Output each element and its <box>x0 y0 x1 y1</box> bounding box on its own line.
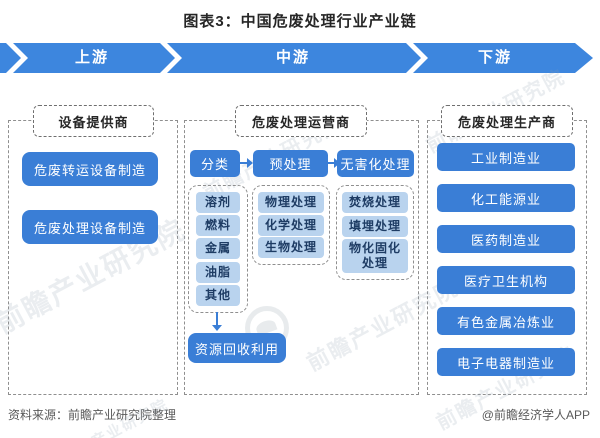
pretreatment-item: 化学处理 <box>258 214 324 236</box>
recycle-box: 资源回收利用 <box>188 333 286 363</box>
banner-segment-upstream: 上游 <box>74 49 109 66</box>
banner-segment-downstream: 下游 <box>477 49 512 66</box>
stage-classification: 分类 <box>190 150 240 177</box>
downstream-box: 医药制造业 <box>437 225 575 253</box>
midstream-header: 危废处理运营商 <box>235 105 367 137</box>
pretreatment-item: 生物处理 <box>258 237 324 259</box>
stage-harmless-treatment: 无害化处理 <box>337 150 414 177</box>
credit-note: @前瞻经济学人APP <box>481 408 590 422</box>
banner-segment-midstream: 中游 <box>275 49 310 66</box>
classification-item: 燃料 <box>196 215 240 237</box>
harmless-item: 焚烧处理 <box>342 192 408 214</box>
upstream-box: 危废处理设备制造 <box>22 210 158 244</box>
flow-banner <box>0 43 593 73</box>
upstream-box: 危废转运设备制造 <box>22 152 158 186</box>
source-note: 资料来源：前瞻产业研究院整理 <box>8 408 177 422</box>
arrow-down-icon <box>212 312 222 332</box>
downstream-box: 工业制造业 <box>437 143 575 171</box>
classification-item: 油脂 <box>196 261 240 283</box>
downstream-box: 化工能源业 <box>437 184 575 212</box>
downstream-box: 医疗卫生机构 <box>437 266 575 294</box>
downstream-header: 危废处理生产商 <box>441 105 573 137</box>
harmless-item: 物化固化处理 <box>342 238 408 273</box>
downstream-box: 电子电器制造业 <box>437 348 575 376</box>
pretreatment-items-group: 物理处理 化学处理 生物处理 <box>252 185 330 265</box>
harmless-items-group: 焚烧处理 填埋处理 物化固化处理 <box>336 185 414 280</box>
classification-item: 其他 <box>196 284 240 306</box>
pretreatment-item: 物理处理 <box>258 191 324 213</box>
upstream-header: 设备提供商 <box>33 105 154 137</box>
page-title: 图表3：中国危废处理行业产业链 <box>183 13 417 30</box>
classification-item: 金属 <box>196 238 240 260</box>
stage-pretreatment: 预处理 <box>253 150 328 177</box>
harmless-item: 填埋处理 <box>342 215 408 237</box>
arrow-right-icon <box>240 158 253 168</box>
downstream-box: 有色金属冶炼业 <box>437 307 575 335</box>
classification-item: 溶剂 <box>196 192 240 214</box>
classification-items-group: 溶剂 燃料 金属 油脂 其他 <box>188 185 248 313</box>
